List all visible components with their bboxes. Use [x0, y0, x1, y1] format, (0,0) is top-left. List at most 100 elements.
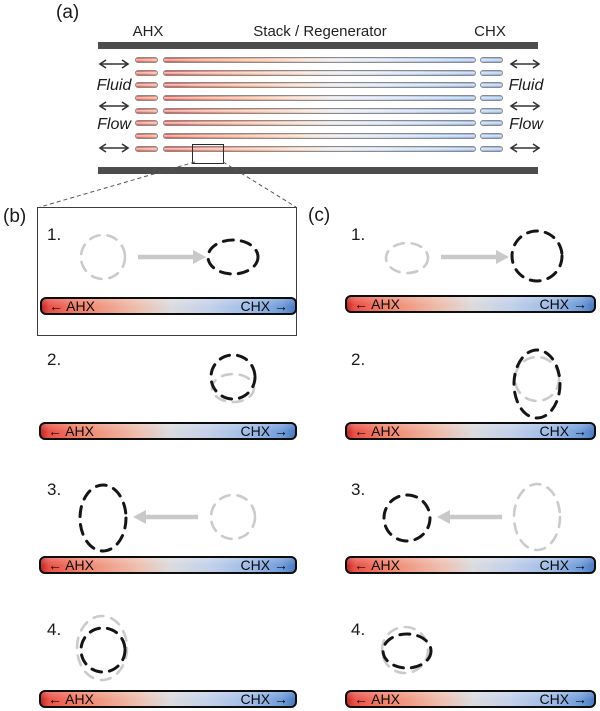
bar-ahx-label: ← AHX — [354, 691, 400, 707]
parcel — [78, 483, 128, 553]
ghost-parcel — [209, 493, 257, 541]
left-arrowhead-icon — [437, 510, 450, 524]
stack-header-label: Stack / Regenerator — [253, 23, 387, 40]
double-arrow-icon — [509, 143, 541, 153]
tube-row — [0, 95, 600, 101]
step-number: 4. — [47, 620, 62, 639]
ahx-tube — [135, 82, 158, 88]
double-arrow-icon — [509, 101, 541, 111]
ahx-chx-gradient-bar: ← AHX CHX → — [39, 690, 297, 708]
bar-chx-label: CHX → — [240, 423, 288, 439]
step-number: 1. — [351, 225, 366, 244]
chx-tube — [480, 95, 503, 101]
tube-row — [0, 108, 600, 114]
flow-label-left: Flow — [97, 116, 131, 133]
panel-a-label: (a) — [56, 2, 80, 23]
bar-chx-label: CHX → — [539, 296, 587, 312]
ahx-chx-gradient-bar: ← AHX CHX → — [39, 556, 297, 574]
ghost-parcel — [75, 614, 129, 682]
parcel — [381, 632, 433, 670]
parcel — [209, 353, 257, 401]
ahx-chx-gradient-bar: ← AHX CHX → — [345, 295, 596, 313]
bar-ahx-label: ← AHX — [49, 298, 95, 314]
bar-chx-label: CHX → — [539, 423, 587, 439]
double-arrow-icon — [98, 143, 130, 153]
tube-row — [0, 120, 600, 126]
stack-tube — [163, 108, 476, 114]
ahx-tube — [135, 108, 158, 114]
ahx-chx-gradient-bar: ← AHX CHX → — [345, 690, 596, 708]
fluid-label-left: Fluid — [96, 77, 132, 94]
step-number: 3. — [47, 480, 62, 499]
bar-ahx-label: ← AHX — [354, 296, 400, 312]
bar-ahx-label: ← AHX — [48, 691, 94, 707]
panel-c-label: (c) — [308, 205, 331, 226]
ahx-chx-gradient-bar: ← AHX CHX → — [39, 422, 297, 440]
ahx-tube — [135, 120, 158, 126]
stack-tube — [163, 82, 476, 88]
tube-row — [0, 57, 600, 63]
stack-tube — [163, 95, 476, 101]
b-step3-parcel-motion — [78, 483, 257, 553]
right-arrowhead-icon — [496, 250, 509, 264]
bar-chx-label: CHX → — [240, 298, 288, 314]
parcel — [79, 626, 127, 674]
parcel — [382, 493, 432, 543]
ghost-parcel — [210, 372, 256, 404]
left-arrowhead-icon — [133, 510, 146, 524]
stack-tube — [163, 120, 476, 126]
chx-tube — [480, 70, 503, 76]
c-step2-parcel — [512, 348, 562, 420]
double-arrow-icon — [98, 59, 130, 69]
zoom-callout-rect — [192, 144, 224, 164]
ahx-tube — [135, 133, 158, 139]
ahx-tube — [135, 146, 158, 152]
ahx-tube — [135, 70, 158, 76]
tube-row — [0, 133, 600, 139]
tube-row — [0, 82, 600, 88]
chx-tube — [480, 133, 503, 139]
c-step3-parcel-motion — [382, 482, 562, 552]
stack-tube — [163, 70, 476, 76]
stack-tube — [163, 133, 476, 139]
step-number: 1. — [47, 225, 62, 244]
panel-b-step1-box — [37, 207, 297, 336]
ghost-parcel — [380, 625, 430, 675]
bar-chx-label: CHX → — [539, 691, 587, 707]
ghost-parcel — [513, 355, 561, 403]
parcel — [510, 229, 564, 283]
step-number: 2. — [47, 350, 62, 369]
bar-chx-label: CHX → — [539, 557, 587, 573]
double-arrow-icon — [509, 59, 541, 69]
tube-row — [0, 146, 600, 152]
chx-tube — [480, 146, 503, 152]
chx-tube — [480, 120, 503, 126]
step-number: 4. — [351, 620, 366, 639]
ahx-tube — [135, 57, 158, 63]
parcel — [512, 348, 562, 420]
fluid-label-right: Fluid — [508, 77, 544, 94]
stack-tube — [163, 146, 476, 152]
panel-b-label: (b) — [3, 206, 27, 227]
bar-chx-label: CHX → — [240, 557, 288, 573]
c-step1-parcel-motion — [384, 229, 564, 283]
flow-label-right: Flow — [509, 116, 543, 133]
ahx-chx-gradient-bar: ← AHX CHX → — [345, 422, 596, 440]
step-number: 3. — [351, 480, 366, 499]
double-arrow-icon — [98, 101, 130, 111]
bar-ahx-label: ← AHX — [354, 423, 400, 439]
bottom-plate — [98, 167, 538, 174]
ahx-chx-gradient-bar: ← AHX CHX → — [40, 297, 297, 315]
panel-a: (a) AHX Stack / Regenerator CHX Fluid Fl… — [0, 0, 600, 205]
stack-tube — [163, 57, 476, 63]
bar-ahx-label: ← AHX — [48, 423, 94, 439]
chx-tube — [480, 108, 503, 114]
bar-chx-label: CHX → — [240, 691, 288, 707]
step-number: 2. — [351, 350, 366, 369]
ahx-header-label: AHX — [132, 23, 164, 40]
chx-header-label: CHX — [474, 23, 506, 40]
b-step4-parcel — [75, 614, 129, 682]
bar-ahx-label: ← AHX — [48, 557, 94, 573]
